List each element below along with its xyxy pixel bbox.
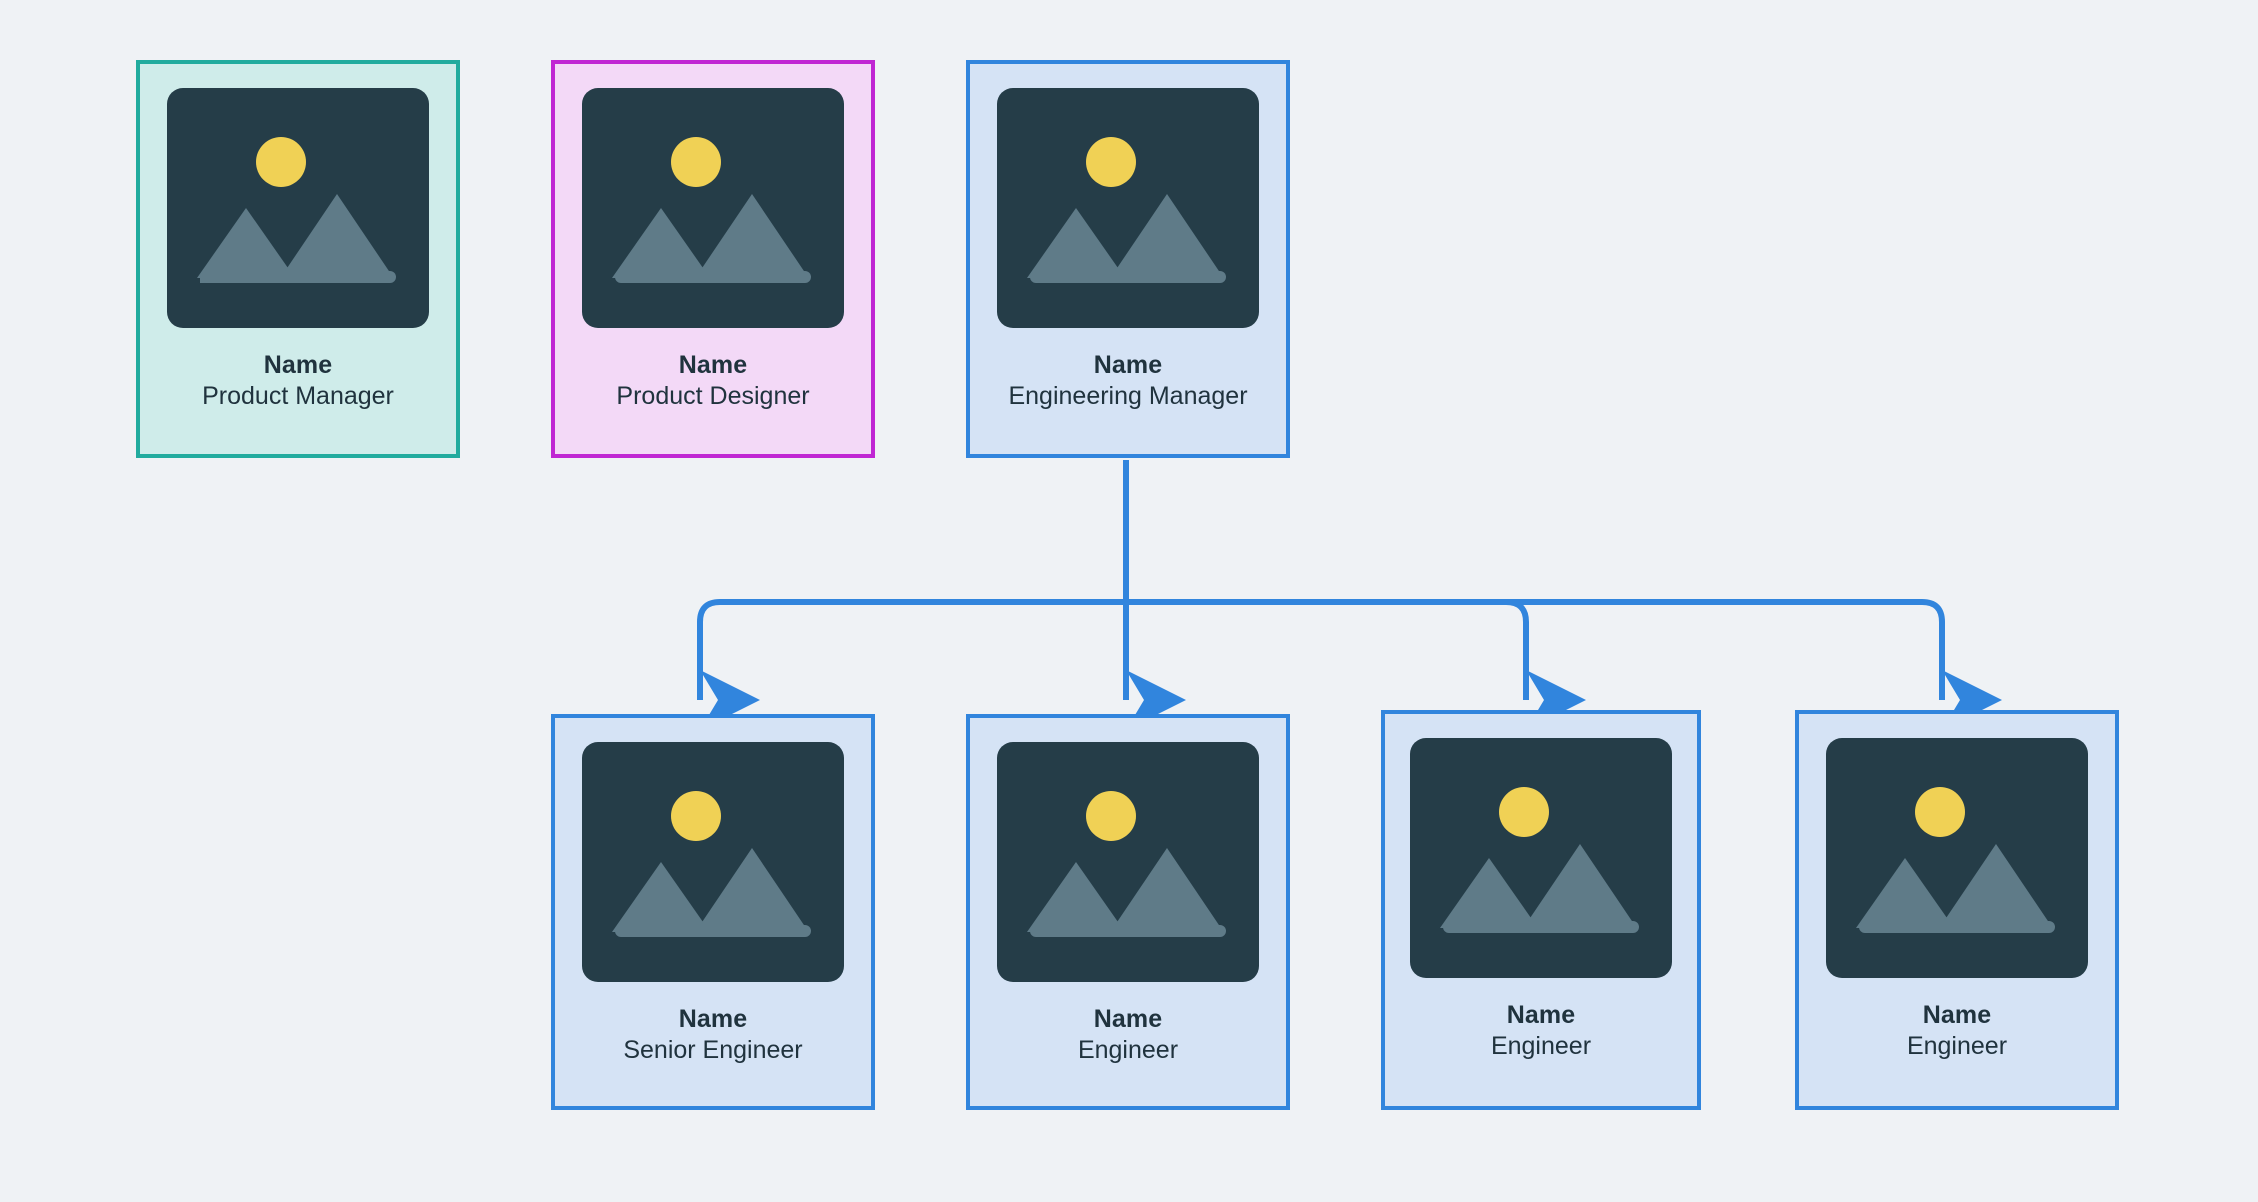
node-role: Senior Engineer	[623, 1036, 803, 1064]
thumbnail-wrap	[140, 64, 456, 328]
card-text: Name Senior Engineer	[555, 982, 871, 1066]
node-card-engineer-2[interactable]: Name Engineer	[1381, 710, 1701, 1110]
node-role: Engineer	[1906, 1032, 2008, 1060]
node-name: Name	[1922, 1001, 1992, 1029]
thumbnail-wrap	[970, 718, 1286, 982]
image-placeholder-icon	[167, 88, 429, 328]
node-role: Product Designer	[616, 382, 810, 410]
connector-to-senior-engineer	[697, 599, 1126, 690]
node-role: Engineer	[1077, 1036, 1179, 1064]
thumbnail-wrap	[970, 64, 1286, 328]
connector-to-engineer-3	[1126, 599, 1945, 690]
node-name: Name	[678, 351, 748, 379]
card-text: Name Engineer	[970, 982, 1286, 1066]
node-role: Engineering Manager	[1008, 382, 1248, 410]
card-text: Name Engineer	[1799, 978, 2115, 1062]
node-name: Name	[678, 1005, 748, 1033]
image-placeholder-icon	[582, 742, 844, 982]
node-card-engineering-manager[interactable]: Name Engineering Manager	[966, 60, 1290, 458]
node-name: Name	[1093, 1005, 1163, 1033]
node-name: Name	[263, 351, 333, 379]
thumbnail-wrap	[1385, 714, 1697, 978]
image-placeholder-icon	[997, 88, 1259, 328]
image-placeholder-icon	[582, 88, 844, 328]
image-placeholder-icon	[997, 742, 1259, 982]
thumbnail-wrap	[555, 718, 871, 982]
node-role: Product Manager	[202, 382, 394, 410]
card-text: Name Product Designer	[555, 328, 871, 412]
node-card-product-manager[interactable]: Name Product Manager	[136, 60, 460, 458]
node-card-product-designer[interactable]: Name Product Designer	[551, 60, 875, 458]
thumbnail-wrap	[555, 64, 871, 328]
node-role: Engineer	[1490, 1032, 1592, 1060]
thumbnail-wrap	[1799, 714, 2115, 978]
card-text: Name Engineer	[1385, 978, 1697, 1062]
node-card-senior-engineer[interactable]: Name Senior Engineer	[551, 714, 875, 1110]
node-name: Name	[1093, 351, 1163, 379]
node-card-engineer-3[interactable]: Name Engineer	[1795, 710, 2119, 1110]
node-name: Name	[1506, 1001, 1576, 1029]
image-placeholder-icon	[1410, 738, 1672, 978]
image-placeholder-icon	[1826, 738, 2088, 978]
card-text: Name Engineering Manager	[970, 328, 1286, 412]
connector-to-engineer-2	[1126, 599, 1529, 690]
node-card-engineer-1[interactable]: Name Engineer	[966, 714, 1290, 1110]
card-text: Name Product Manager	[140, 328, 456, 412]
